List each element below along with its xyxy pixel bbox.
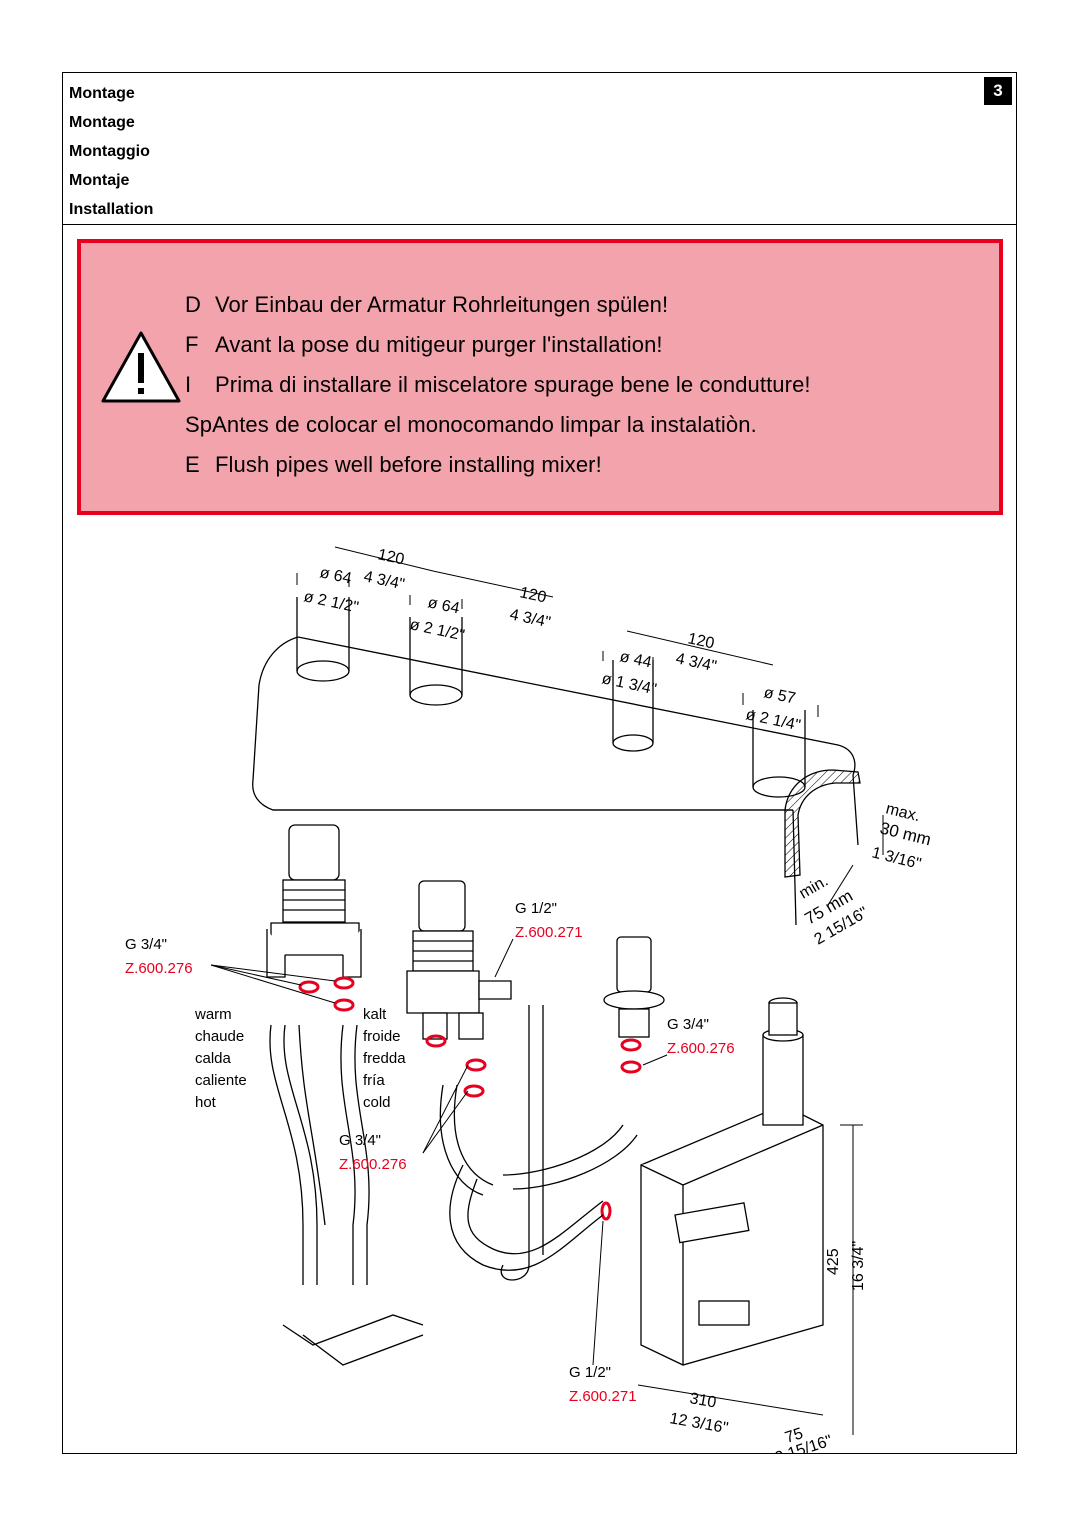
section-titles: Montage Montage Montaggio Montaje Instal… bbox=[69, 79, 153, 224]
header: Montage Montage Montaggio Montaje Instal… bbox=[63, 73, 1016, 225]
control-box bbox=[640, 997, 824, 1366]
dim-120-b: 120 bbox=[518, 584, 548, 606]
deck-holes bbox=[296, 597, 806, 798]
label-z276-left: Z.600.276 bbox=[125, 960, 193, 977]
installation-drawing: 120 4 3/4" ø 64 ø 2 1/2" 120 4 3/4" ø 64… bbox=[125, 546, 933, 1453]
warm-en: hot bbox=[195, 1094, 217, 1111]
hoses bbox=[269, 1005, 638, 1285]
dim-d212-b: ø 2 1/2" bbox=[408, 616, 466, 644]
title-es: Montaje bbox=[69, 172, 130, 189]
dim-d134: ø 1 3/4" bbox=[600, 670, 658, 698]
label-g34-center: G 3/4" bbox=[339, 1132, 381, 1149]
dim-75: 75 bbox=[783, 1425, 805, 1447]
label-z271-top: Z.600.271 bbox=[515, 924, 583, 941]
title-de: Montage bbox=[69, 85, 135, 102]
cold-en: cold bbox=[363, 1094, 391, 1111]
label-g34-left: G 3/4" bbox=[125, 936, 167, 953]
warm-fr: chaude bbox=[195, 1028, 244, 1045]
dim-d44: ø 44 bbox=[618, 648, 653, 671]
dim-d57: ø 57 bbox=[762, 684, 797, 707]
seal-rings bbox=[298, 976, 642, 1221]
title-en: Installation bbox=[69, 201, 154, 218]
dim-310: 310 bbox=[688, 1390, 717, 1411]
label-g12-top: G 1/2" bbox=[515, 900, 557, 917]
mixer-body bbox=[406, 880, 512, 1040]
dim-120-a: 120 bbox=[376, 546, 406, 568]
label-g12-bottom: G 1/2" bbox=[569, 1364, 611, 1381]
cold-de: kalt bbox=[363, 1006, 387, 1023]
dim-120-c: 120 bbox=[686, 630, 716, 652]
leader-lines bbox=[210, 938, 668, 1366]
rim-section bbox=[784, 769, 861, 878]
warm-de: warm bbox=[194, 1006, 232, 1023]
warm-it: calda bbox=[195, 1050, 232, 1067]
label-g34-right: G 3/4" bbox=[667, 1016, 709, 1033]
dim-425: 425 bbox=[825, 1248, 842, 1275]
diverter bbox=[603, 936, 665, 1038]
page-frame: Montage Montage Montaggio Montaje Instal… bbox=[62, 72, 1017, 1454]
dim-21516-b: 2 15/16" bbox=[773, 1432, 834, 1453]
dim-4-34-c: 4 3/4" bbox=[674, 650, 718, 675]
valve-unit-left bbox=[266, 824, 362, 978]
label-z271-bottom: Z.600.271 bbox=[569, 1388, 637, 1405]
cold-fr: froide bbox=[363, 1028, 401, 1045]
dim-30mm: 30 mm bbox=[878, 818, 933, 849]
label-z276-center: Z.600.276 bbox=[339, 1156, 407, 1173]
warm-labels: warm chaude calda caliente hot bbox=[194, 1006, 247, 1111]
dim-d64-a: ø 64 bbox=[318, 564, 353, 587]
title-it: Montaggio bbox=[69, 143, 150, 160]
warning-line-es: SpAntes de colocar el monocomando limpar… bbox=[185, 412, 757, 437]
warm-es: caliente bbox=[195, 1072, 247, 1089]
dim-12316: 12 3/16" bbox=[668, 1410, 729, 1437]
part-labels: G 3/4" Z.600.276 G 1/2" Z.600.271 G 3/4"… bbox=[125, 900, 735, 1405]
warning-triangle-icon bbox=[101, 331, 181, 403]
cold-it: fredda bbox=[363, 1050, 406, 1067]
title-fr: Montage bbox=[69, 114, 135, 131]
floor-pipes bbox=[282, 1314, 424, 1366]
dim-4-34-a: 4 3/4" bbox=[362, 568, 406, 593]
dimension-lines bbox=[296, 546, 884, 1435]
dim-4-34-b: 4 3/4" bbox=[508, 606, 552, 631]
cold-es: fría bbox=[363, 1072, 385, 1089]
dim-1316: 1 3/16" bbox=[870, 844, 923, 873]
label-z276-right: Z.600.276 bbox=[667, 1040, 735, 1057]
dim-1634: 16 3/4" bbox=[850, 1241, 867, 1291]
dim-d64-b: ø 64 bbox=[426, 594, 461, 617]
dim-d212-a: ø 2 1/2" bbox=[302, 588, 360, 616]
page-number-badge: 3 bbox=[984, 77, 1012, 105]
cold-labels: kalt froide fredda fría cold bbox=[363, 1006, 406, 1111]
